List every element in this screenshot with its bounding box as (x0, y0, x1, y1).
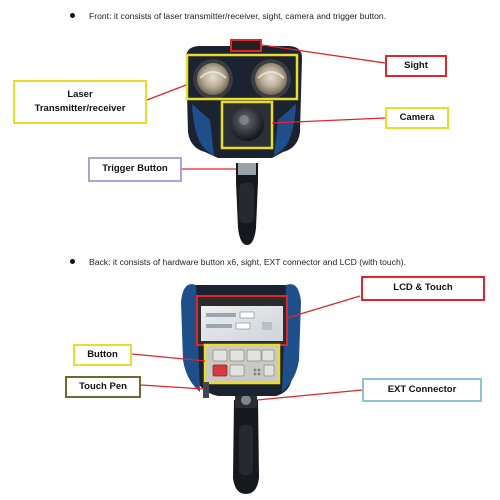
laser-label-line1: Laser (67, 88, 93, 100)
button-arrow (131, 353, 206, 362)
back-caption-text: Back: it consists of hardware button x6,… (89, 257, 407, 267)
laser-arrow (146, 84, 187, 101)
sight-arrow (261, 44, 386, 64)
lcd-arrow (286, 295, 361, 319)
sight-label-text: Sight (404, 59, 428, 71)
bullet-dot (70, 259, 75, 265)
touch-pen-label: Touch Pen (65, 376, 141, 398)
laser-label-line2: Transmitter/receiver (34, 103, 126, 114)
sight-label: Sight (385, 55, 447, 77)
back-caption: Back: it consists of hardware button x6,… (70, 257, 406, 267)
button-label: Button (73, 344, 132, 366)
lcd-label-text: LCD & Touch (393, 282, 453, 294)
ext-label-text: EXT Connector (387, 383, 457, 395)
camera-label: Camera (385, 107, 449, 129)
touch-pen-arrow (140, 384, 205, 390)
bullet-dot (70, 13, 75, 19)
front-caption: Front: it consists of laser transmitter/… (70, 11, 386, 21)
back-device (181, 284, 301, 494)
button-label-text: Button (87, 348, 118, 360)
front-device (185, 39, 302, 245)
camera-highlight (220, 100, 274, 150)
ext-arrow (256, 389, 363, 401)
sight-highlight (230, 39, 262, 52)
trigger-button-label: Trigger Button (88, 157, 182, 182)
lcd-touch-label: LCD & Touch (361, 276, 485, 301)
touch-pen-label-text: Touch Pen (79, 380, 127, 392)
button-highlight (203, 343, 281, 385)
laser-highlight (185, 53, 299, 101)
camera-arrow (271, 117, 386, 124)
camera-label-text: Camera (399, 111, 435, 123)
front-caption-text: Front: it consists of laser transmitter/… (89, 11, 387, 21)
laser-transmitter-label: Laser Transmitter/receiver (13, 80, 147, 124)
ext-connector-label: EXT Connector (362, 378, 482, 402)
trigger-label-text: Trigger Button (102, 163, 168, 175)
